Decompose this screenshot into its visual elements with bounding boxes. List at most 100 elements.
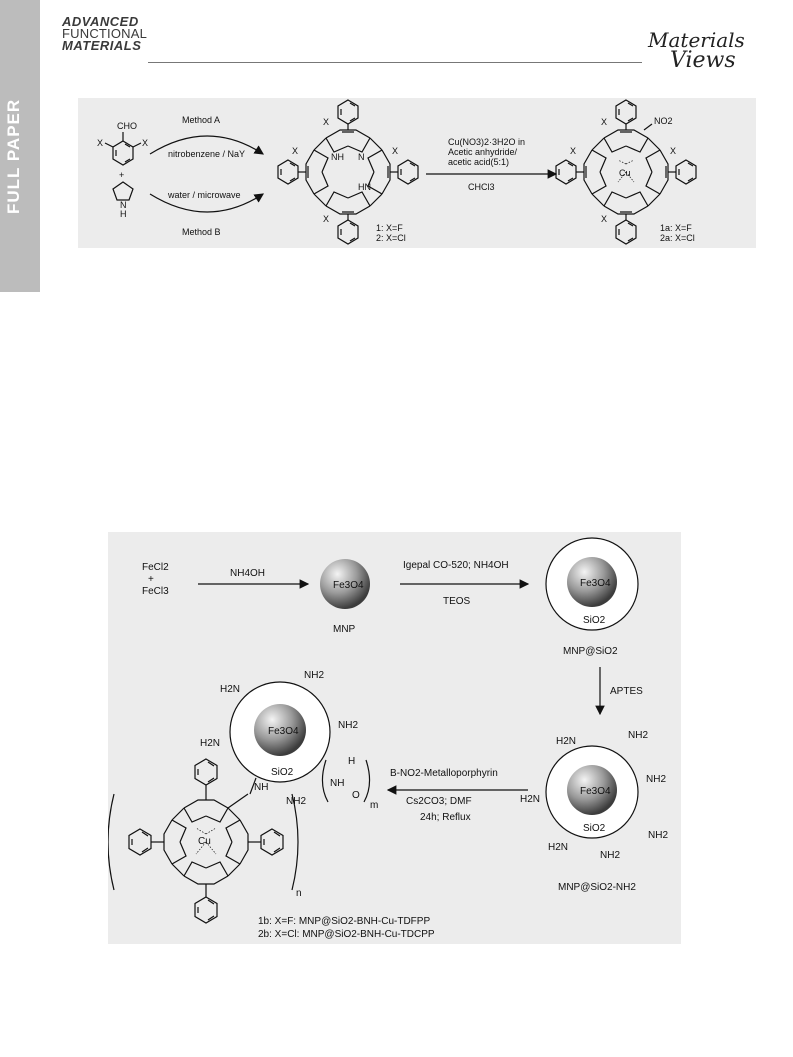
substituent-label: X — [392, 146, 398, 156]
mnp-silica-label: MNP@SiO2 — [563, 646, 618, 657]
pyrrole-h-label: H — [120, 209, 127, 219]
cu-label: Cu — [198, 836, 211, 847]
substituent-label: X — [323, 117, 329, 127]
bracket-right — [363, 759, 371, 803]
amine-label: NH2 — [648, 830, 668, 841]
mnp-label: MNP — [333, 624, 356, 635]
aldehyde-structure — [104, 132, 142, 166]
method-b-conditions: water / microwave — [167, 190, 241, 200]
no2-label: NO2 — [654, 116, 673, 126]
step4-reagent: B-NO2-Metalloporphyrin — [390, 768, 498, 779]
polymer-bracket-right — [291, 793, 299, 891]
reactant-fecl2: FeCl2 — [142, 562, 169, 573]
substituent-label: X — [292, 146, 298, 156]
reagent-line: acetic acid(5:1) — [448, 157, 509, 167]
mnp-core-label: Fe3O4 — [268, 726, 299, 737]
reactant-fecl3: FeCl3 — [142, 586, 169, 597]
amine-product-label: MNP@SiO2-NH2 — [558, 882, 636, 893]
polymer-bracket-left — [108, 793, 115, 891]
journal-logo-line: FUNCTIONAL — [62, 26, 148, 41]
substituent-label: X — [570, 146, 576, 156]
journal-logo-line: MATERIALS — [62, 38, 142, 53]
amine-label: NH2 — [304, 670, 324, 681]
shell-label: SiO2 — [271, 767, 294, 778]
amine-label: H2N — [548, 842, 568, 853]
section-tab — [0, 82, 40, 292]
publisher-logo: Materials Views — [648, 28, 758, 78]
product-label: 2: X=Cl — [376, 233, 406, 243]
linker-nh-label: NH — [254, 782, 268, 793]
formyl-o-label: O — [352, 790, 360, 801]
mnp-sphere — [567, 557, 617, 607]
porphyrin-structure — [277, 99, 419, 245]
plus-sign: + — [119, 170, 124, 180]
scheme-nanoparticle-synthesis-drawing: FeCl2 + FeCl3 NH4OH Fe3O4 MNP Igepal CO-… — [108, 537, 668, 940]
mnp-sphere — [254, 704, 306, 756]
amine-label: H2N — [220, 684, 240, 695]
publisher-logo-line: Materials — [648, 28, 745, 52]
reagent-line: Cu(NO3)2·3H2O in — [448, 137, 525, 147]
reagent-line: CHCl3 — [468, 182, 495, 192]
nitro-porphyrin-structure — [555, 99, 697, 245]
amine-label: NH2 — [600, 850, 620, 861]
reagent-line: Acetic anhydride/ — [448, 147, 518, 157]
section-tab-label: FULL PAPER — [4, 98, 23, 214]
shell-label: SiO2 — [583, 823, 606, 834]
amine-label: H2N — [556, 736, 576, 747]
bracket-left — [321, 759, 329, 803]
method-b-arrow — [149, 193, 265, 213]
nitro-product-label: 1a: X=F — [660, 223, 692, 233]
method-a-label: Method A — [182, 115, 220, 125]
scheme-porphyrin-synthesis-drawing: CHO X X + N H Method A nitrobenzene / Na… — [97, 99, 697, 245]
pyrrole-structure — [112, 181, 134, 201]
substituent-label: X — [323, 214, 329, 224]
amine-label: NH2 — [628, 730, 648, 741]
final-porphyrin-structure — [128, 758, 284, 924]
substituent-label: X — [601, 117, 607, 127]
publisher-logo-line: Views — [670, 48, 736, 73]
mnp-core-label: Fe3O4 — [333, 580, 364, 591]
step2-reagent-bottom: TEOS — [443, 596, 471, 607]
substituent-label: X — [97, 138, 103, 148]
final-product-label: 2b: X=Cl: MNP@SiO2-BNH-Cu-TDCPP — [258, 929, 435, 940]
aldehyde-label: CHO — [117, 121, 137, 131]
mnp-sphere — [567, 765, 617, 815]
amide-nh-label: NH — [330, 778, 344, 789]
amine-label: NH2 — [646, 774, 666, 785]
journal-logo-line: ADVANCED — [62, 14, 139, 29]
scheme-nanoparticle-synthesis: FeCl2 + FeCl3 NH4OH Fe3O4 MNP Igepal CO-… — [108, 532, 681, 944]
mnp-core-label: Fe3O4 — [580, 578, 611, 589]
step3-reagent: APTES — [610, 686, 643, 697]
amine-label: H2N — [200, 738, 220, 749]
method-a-conditions: nitrobenzene / NaY — [168, 149, 245, 159]
subscript-n: n — [296, 888, 302, 899]
formyl-h-label: H — [348, 756, 355, 767]
porphyrin-nh-label: NH — [331, 152, 344, 162]
step2-reagent-top: Igepal CO-520; NH4OH — [403, 560, 509, 571]
journal-logo: ADVANCED FUNCTIONAL MATERIALS — [62, 14, 152, 53]
final-product-label: 1b: X=F: MNP@SiO2-BNH-Cu-TDFPP — [258, 916, 430, 927]
reactant-plus: + — [148, 574, 154, 585]
scheme-porphyrin-synthesis: CHO X X + N H Method A nitrobenzene / Na… — [78, 98, 756, 248]
cu-label: Cu — [619, 168, 631, 178]
side-strip — [0, 0, 40, 82]
nitro-product-label: 2a: X=Cl — [660, 233, 695, 243]
product-label: 1: X=F — [376, 223, 403, 233]
pyrrole-n-label: N — [120, 200, 127, 210]
step4-reagent: Cs2CO3; DMF — [406, 796, 472, 807]
method-b-label: Method B — [182, 227, 221, 237]
step1-reagent: NH4OH — [230, 568, 265, 579]
mnp-sphere — [320, 559, 370, 609]
shell-label: SiO2 — [583, 615, 606, 626]
amine-label: NH2 — [286, 796, 306, 807]
step4-reagent: 24h; Reflux — [420, 812, 471, 823]
subscript-m: m — [370, 800, 378, 811]
substituent-label: X — [670, 146, 676, 156]
amine-label: NH2 — [338, 720, 358, 731]
porphyrin-hn-label: HN — [358, 182, 371, 192]
mnp-core-label: Fe3O4 — [580, 786, 611, 797]
substituent-label: X — [142, 138, 148, 148]
header-rule — [148, 62, 642, 63]
substituent-label: X — [601, 214, 607, 224]
porphyrin-n-label: N — [358, 152, 365, 162]
